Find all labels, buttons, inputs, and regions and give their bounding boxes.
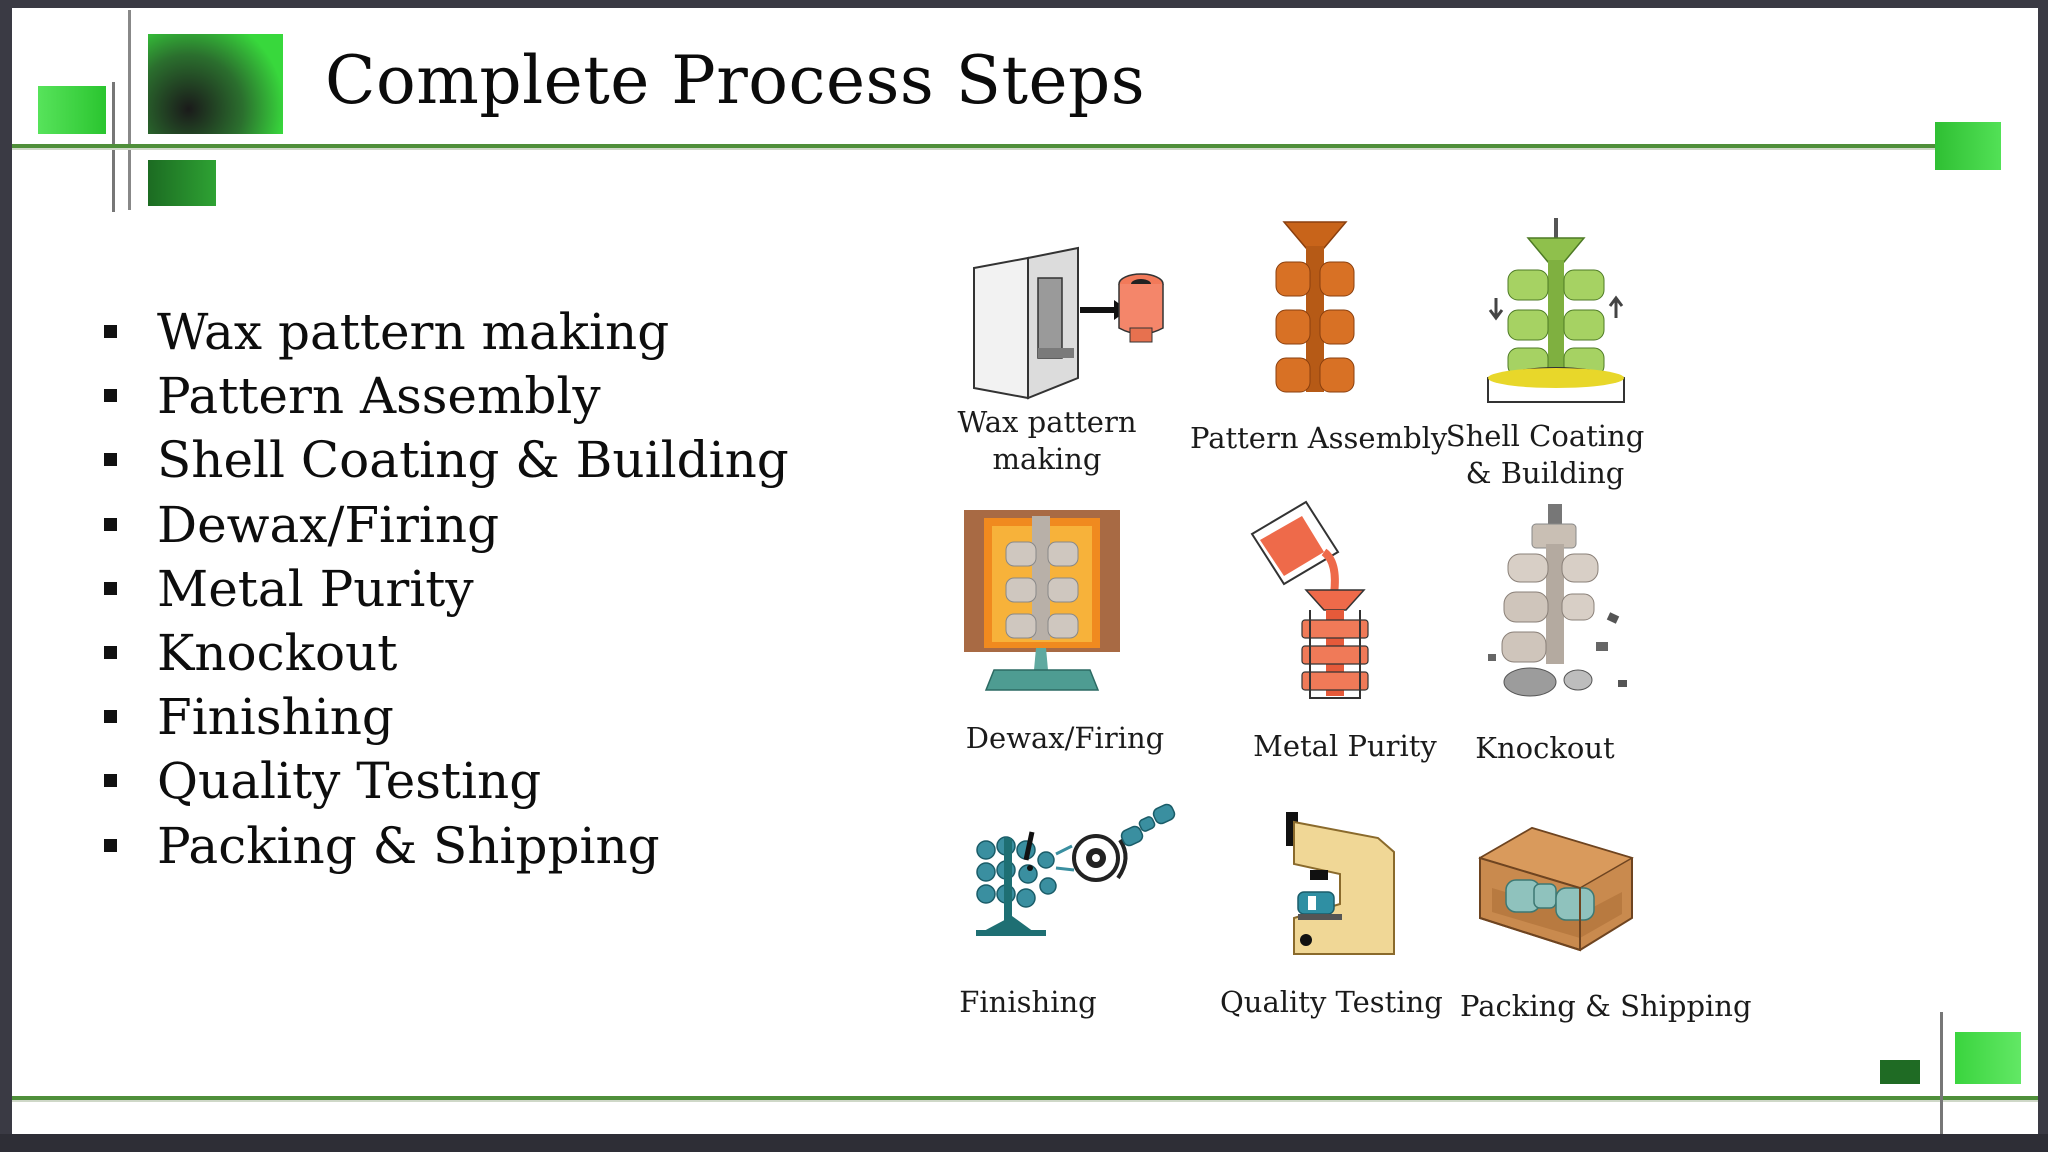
caption-wax-pattern-making: Wax pattern making: [957, 405, 1137, 476]
title-rule-shadow: [12, 148, 1936, 150]
bottom-rule-shadow: [12, 1100, 2038, 1102]
bullet-square-icon: [104, 453, 117, 467]
bullet-square-icon: [104, 517, 117, 531]
caption-dewax-firing: Dewax/Firing: [965, 721, 1165, 755]
caption-packing-shipping: Packing & Shipping: [1460, 989, 1752, 1023]
decor-square-bottom-small: [1880, 1060, 1920, 1084]
frame-right-edge: [2038, 0, 2048, 1152]
title-rule: [12, 144, 1936, 148]
decor-vertical-line-2: [128, 10, 131, 210]
bullet-square-icon: [104, 710, 117, 724]
dewax-furnace-icon: [964, 510, 1120, 691]
metal-pour-icon: [1250, 500, 1369, 699]
decor-square-large: [148, 34, 283, 134]
caption-metal-purity: Metal Purity: [1253, 729, 1437, 763]
bullet-square-icon: [104, 838, 117, 852]
hardness-tester-icon: [1286, 812, 1395, 955]
bullet-square-icon: [104, 389, 117, 403]
finishing-grinder-icon: [976, 803, 1176, 936]
caption-finishing: Finishing: [959, 985, 1097, 1019]
caption-quality-testing: Quality Testing: [1220, 985, 1443, 1019]
frame-left-edge: [0, 0, 12, 1152]
slide-title: Complete Process Steps: [325, 42, 1146, 119]
caption-shell-coating: Shell Coating & Building: [1445, 419, 1645, 490]
wax-die-icon: [973, 246, 1164, 400]
bottom-vertical-line: [1940, 1012, 1943, 1134]
shell-dip-icon: [1487, 218, 1625, 403]
bullet-square-icon: [104, 645, 117, 659]
decor-square-small: [148, 160, 216, 206]
decor-square-left: [38, 86, 106, 134]
shipping-box-icon: [1478, 826, 1634, 952]
pattern-tree-icon: [1275, 221, 1355, 393]
caption-knockout: Knockout: [1475, 731, 1615, 765]
decor-square-bottom-right: [1955, 1032, 2021, 1084]
bullet-square-icon: [104, 774, 117, 788]
frame-bottom-edge: [0, 1134, 2048, 1152]
bullet-square-icon: [104, 325, 117, 338]
bottom-rule: [12, 1096, 2038, 1100]
caption-pattern-assembly: Pattern Assembly: [1190, 421, 1448, 455]
frame-top-edge: [0, 0, 2048, 8]
bullet-square-icon: [104, 581, 117, 595]
decor-square-right: [1935, 122, 2001, 170]
knockout-icon: [1488, 504, 1627, 697]
